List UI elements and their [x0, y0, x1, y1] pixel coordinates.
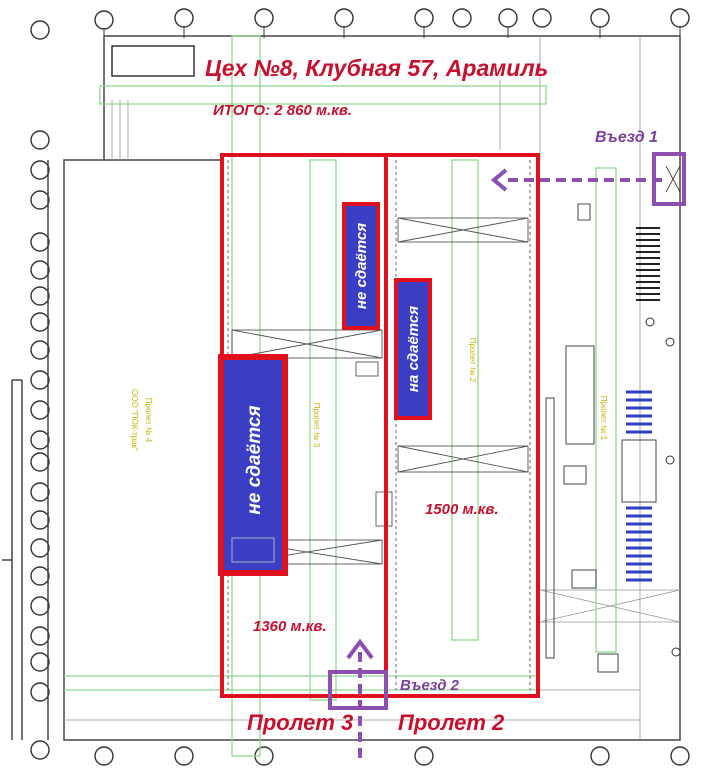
- small-fixtures: [645, 317, 681, 657]
- bay-1-label: Пролет № 1: [599, 396, 608, 441]
- interior-lines: [64, 36, 681, 721]
- right-area-label: 1500 м.кв.: [425, 501, 499, 518]
- entrance-1-marker: [490, 152, 686, 206]
- span-2-label: Пролет 2: [398, 710, 505, 735]
- bay-3-label: Пролет № 3: [312, 403, 321, 448]
- left-area-label: 1360 м.кв.: [253, 618, 327, 635]
- conveyor-stairs: [636, 227, 660, 301]
- equipment-right: [545, 203, 657, 673]
- top-room: [111, 45, 195, 77]
- column-grid-top-ticks: [103, 27, 681, 40]
- plan-title: Цех №8, Клубная 57, Арамиль: [205, 55, 548, 81]
- entrance-2-marker: [328, 638, 388, 762]
- bay-4-tenant-label: ООО "ПОК-трак": [130, 389, 139, 451]
- bay-2-label: Пролет № 2: [468, 338, 477, 383]
- building-outline: [2, 35, 681, 741]
- bay-4-label: Пролет № 4: [144, 398, 153, 443]
- blocked-zone-top-center: не сдаётся: [342, 202, 380, 330]
- blocked-zone-right-divider: на сдаётся: [394, 278, 432, 420]
- column-grid-bottom: [94, 746, 690, 766]
- blocked-label-left-large: не сдаётся: [244, 405, 265, 514]
- column-grid-top: [30, 8, 690, 40]
- column-grid-left: [30, 130, 50, 760]
- blocked-zone-left-large: не сдаётся: [218, 354, 288, 576]
- blocked-label-right-divider: на сдаётся: [405, 306, 422, 392]
- blue-conveyor: [626, 390, 652, 582]
- total-area: ИТОГО: 2 860 м.кв.: [213, 102, 352, 119]
- entrance-1-label: Въезд 1: [595, 129, 658, 146]
- blocked-label-top-center: не сдаётся: [353, 223, 370, 309]
- green-guides: [64, 35, 617, 757]
- span-3-label: Пролет 3: [247, 710, 353, 735]
- entrance-2-label: Въезд 2: [400, 677, 460, 694]
